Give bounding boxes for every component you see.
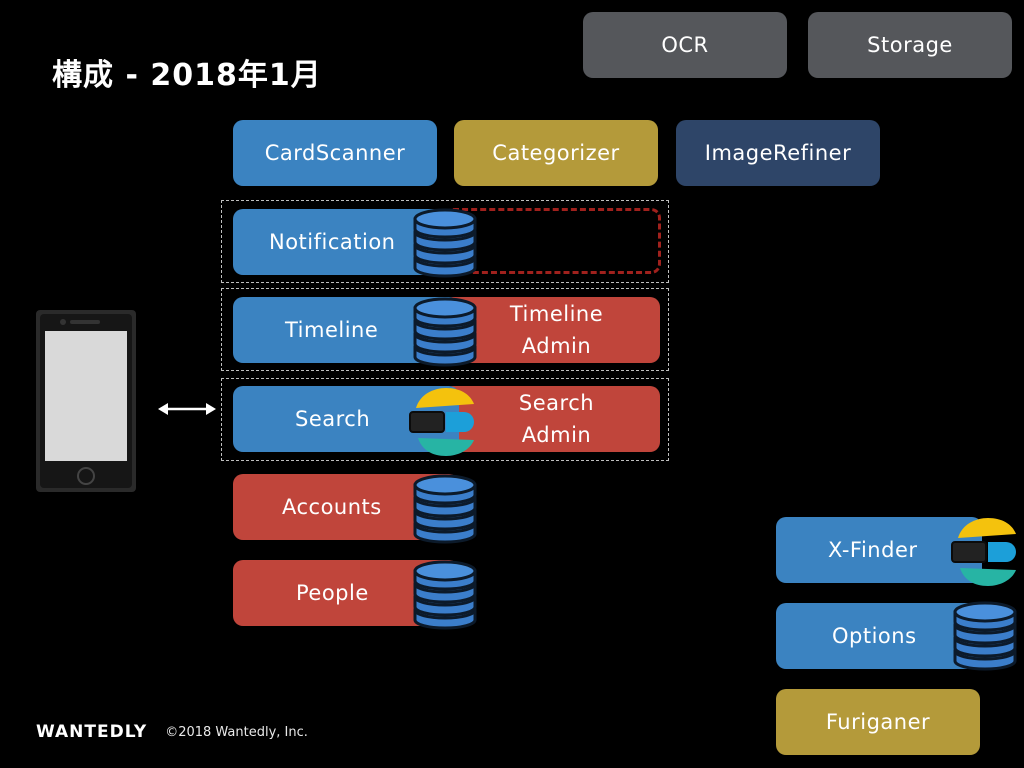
copyright-text: ©2018 Wantedly, Inc. [165, 724, 308, 740]
footer: WANTEDLY ©2018 Wantedly, Inc. [36, 722, 308, 742]
timeline-admin-box: Timeline Admin [443, 297, 660, 363]
elasticsearch-icon [409, 388, 474, 456]
imagerefiner-box: ImageRefiner [676, 120, 880, 186]
storage-box: Storage [808, 12, 1012, 78]
x-finder-box: X-Finder [776, 517, 982, 583]
page-title: 構成 - 2018年1月 [52, 58, 322, 93]
timeline-group [221, 288, 669, 371]
search-admin-box: Search Admin [443, 386, 660, 452]
bidirectional-arrow-icon [158, 403, 216, 415]
smartphone-icon [36, 310, 136, 492]
furiganer-box: Furiganer [776, 689, 980, 755]
database-icon [413, 297, 477, 367]
notification-group [221, 200, 669, 283]
elasticsearch-icon [951, 518, 1016, 586]
ocr-box: OCR [583, 12, 787, 78]
database-icon [953, 601, 1017, 671]
database-icon [413, 474, 477, 544]
database-icon [413, 208, 477, 278]
categorizer-box: Categorizer [454, 120, 658, 186]
options-box: Options [776, 603, 982, 669]
database-icon [413, 560, 477, 630]
cardscanner-box: CardScanner [233, 120, 437, 186]
wantedly-logo: WANTEDLY [36, 722, 148, 742]
search-group [221, 378, 669, 461]
